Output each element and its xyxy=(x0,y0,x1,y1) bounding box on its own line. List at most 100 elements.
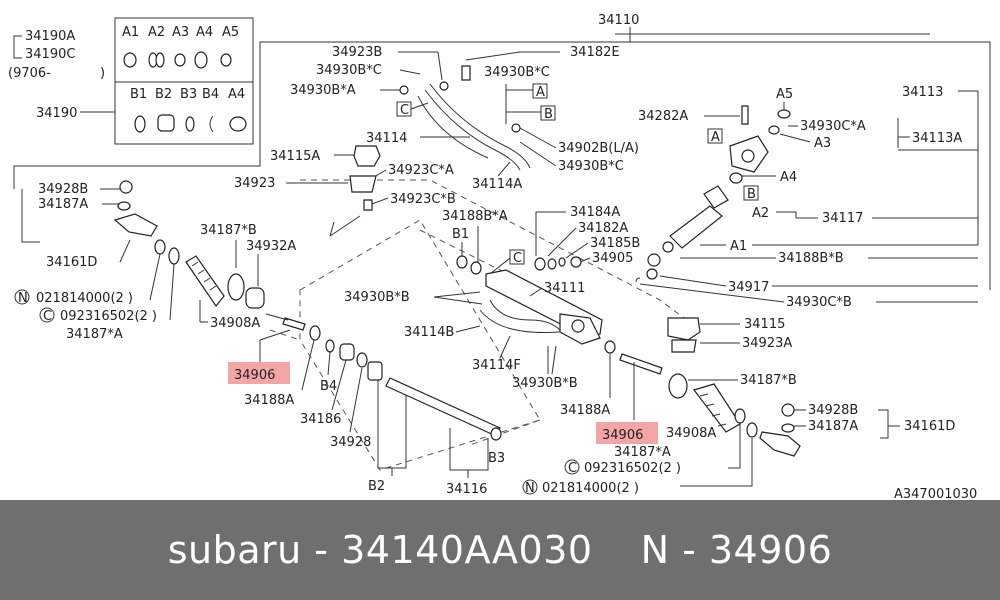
label-circled-n-left: N xyxy=(18,291,28,306)
label-34188b-star-a: 34188B*A xyxy=(442,209,508,224)
label-a2-right: A2 xyxy=(752,206,769,221)
valve-assembly: 34282A A5 34930C*A A3 A A4 B A2 34117 A1… xyxy=(635,87,978,310)
label-9706-close: ) xyxy=(100,66,105,81)
label-a1-right: A1 xyxy=(730,239,747,254)
right-tie-rod-assembly: 34188A 34906 34187*A 34187*B 34908A C 09… xyxy=(522,340,977,500)
box-c-top: C xyxy=(400,103,409,118)
box-c-center: C xyxy=(513,251,522,266)
label-34930b-star-c-top2: 34930B*C xyxy=(484,65,550,80)
label-34923c-star-b: 34923C*B xyxy=(390,192,456,207)
label-34923c-star-a: 34923C*A xyxy=(388,163,454,178)
dashed-outlines xyxy=(269,179,701,471)
label-34902b: 34902B(L/A) xyxy=(558,141,639,156)
label-34187a-left: 34187A xyxy=(38,197,88,212)
right-bracket: 34115 34923A xyxy=(667,317,792,353)
label-34182e: 34182E xyxy=(570,45,620,60)
label-34187-star-a-right: 34187*A xyxy=(614,445,671,460)
label-34117: 34117 xyxy=(822,211,863,226)
label-a4-right: A4 xyxy=(780,170,797,185)
label-34906-left: 34906 xyxy=(234,368,275,383)
label-34115a: 34115A xyxy=(270,149,320,164)
label-34928b-right: 34928B xyxy=(808,403,858,418)
parts-diagram: 34190A 34190C (9706- ) 34190 A1 A2 A3 A4… xyxy=(8,13,991,500)
label-circled-n-right: N xyxy=(525,481,535,496)
label-34187a-right: 34187A xyxy=(808,419,858,434)
label-34190c: 34190C xyxy=(25,47,75,62)
label-circled-c-left: C xyxy=(43,309,52,324)
kit-label-b2: B2 xyxy=(155,87,172,102)
label-34185b: 34185B xyxy=(590,236,640,251)
label-b1: B1 xyxy=(452,227,469,242)
label-34113: 34113 xyxy=(902,85,943,100)
label-34930b-star-c-mid: 34930B*C xyxy=(558,159,624,174)
label-34161d-left: 34161D xyxy=(46,255,97,270)
label-092316502-right: 092316502(2 ) xyxy=(584,461,681,476)
label-34111: 34111 xyxy=(544,281,585,296)
kit-label-a2: A2 xyxy=(148,25,165,40)
label-34928b-left: 34928B xyxy=(38,182,88,197)
label-34188a-left: 34188A xyxy=(244,393,294,408)
label-34930b-star-c-top: 34930B*C xyxy=(316,63,382,78)
label-34930b-star-b: 34930B*B xyxy=(344,290,410,305)
label-34114: 34114 xyxy=(366,131,407,146)
label-b2: B2 xyxy=(368,479,385,494)
label-34186: 34186 xyxy=(300,412,341,427)
label-34190a: 34190A xyxy=(25,29,75,44)
label-34114b: 34114B xyxy=(404,325,454,340)
label-34161d-right: 34161D xyxy=(904,419,955,434)
label-a3: A3 xyxy=(814,136,831,151)
label-092316502-left: 092316502(2 ) xyxy=(60,309,157,324)
kit-label-a3: A3 xyxy=(172,25,189,40)
label-34923b: 34923B xyxy=(332,45,382,60)
left-bracket: 34115A 34923C*A 34923 34923C*B xyxy=(234,145,456,237)
label-b4: B4 xyxy=(320,379,337,394)
label-34190: 34190 xyxy=(36,106,77,121)
kit-boxes: 34190A 34190C (9706- ) 34190 A1 A2 A3 A4… xyxy=(8,17,254,145)
kit-label-a4b: A4 xyxy=(228,87,245,102)
label-34923a: 34923A xyxy=(742,336,792,351)
diagram-code: A347001030 xyxy=(894,487,977,500)
label-34917: 34917 xyxy=(728,280,769,295)
label-34182a: 34182A xyxy=(578,221,628,236)
kit-label-b4: B4 xyxy=(202,87,219,102)
kit-label-a1: A1 xyxy=(122,25,139,40)
part-number-text: subaru - 34140AA030 xyxy=(167,528,593,572)
kit-label-b1: B1 xyxy=(130,87,147,102)
label-34116: 34116 xyxy=(446,482,487,497)
label-circled-c-right: C xyxy=(568,461,577,476)
kit-label-a5: A5 xyxy=(222,25,239,40)
label-021814000-left: 021814000(2 ) xyxy=(36,291,133,306)
label-a5: A5 xyxy=(776,87,793,102)
label-34928: 34928 xyxy=(330,435,371,450)
label-34114f: 34114F xyxy=(472,358,521,373)
label-34930b-star-a-top: 34930B*A xyxy=(290,83,356,98)
box-a-right: A xyxy=(711,130,720,145)
box-b-top: B xyxy=(544,107,553,122)
label-34187-star-b-right: 34187*B xyxy=(740,373,797,388)
part-number-footer: subaru - 34140AA030 N - 34906 xyxy=(0,500,1000,600)
label-34113a: 34113A xyxy=(912,131,962,146)
highlight-34906-left xyxy=(228,362,290,384)
label-34905: 34905 xyxy=(592,251,633,266)
label-9706: (9706- xyxy=(8,66,51,81)
label-34187-star-b-left: 34187*B xyxy=(200,223,257,238)
kit-label-b3: B3 xyxy=(180,87,197,102)
label-34114a: 34114A xyxy=(472,177,522,192)
label-34188b-star-b: 34188B*B xyxy=(778,251,844,266)
left-tie-rod-assembly: 34928B 34187A 34161D N 021814000(2 ) C 0… xyxy=(14,180,505,497)
label-34188a-right: 34188A xyxy=(560,403,610,418)
label-b3: B3 xyxy=(488,451,505,466)
label-34187-star-a-left: 34187*A xyxy=(66,327,123,342)
label-34908a-left: 34908A xyxy=(210,316,260,331)
top-piping: 34923B 34182E 34930B*C 34930B*A 34930B*C… xyxy=(290,45,639,192)
reference-number-text: N - 34906 xyxy=(640,528,833,572)
highlight-34906-right xyxy=(596,422,658,444)
label-34110: 34110 xyxy=(598,13,639,28)
label-34906-right: 34906 xyxy=(602,428,643,443)
label-34932a: 34932A xyxy=(246,239,296,254)
label-34908a-right: 34908A xyxy=(666,426,716,441)
label-34923: 34923 xyxy=(234,176,275,191)
label-34930c-star-b: 34930C*B xyxy=(786,295,852,310)
box-b-right: B xyxy=(747,187,756,202)
kit-label-a4: A4 xyxy=(196,25,213,40)
